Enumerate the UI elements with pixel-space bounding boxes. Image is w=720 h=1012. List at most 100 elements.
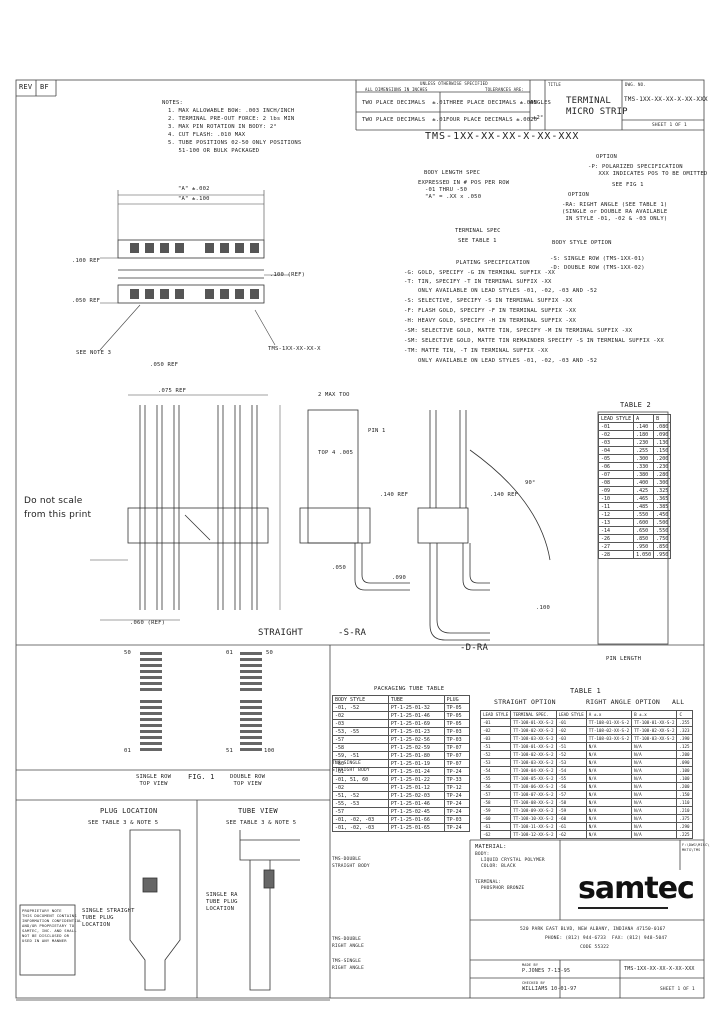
- cell: -60: [479, 814, 512, 823]
- table1-header: LEAD STYLE: [555, 710, 587, 719]
- cell: PT-1-25-01-22: [387, 775, 445, 784]
- dim-050-ref: .050 REF: [72, 298, 101, 304]
- table1-right: RIGHT ANGLE OPTION: [586, 698, 661, 706]
- company-code: CODE 55322: [580, 945, 610, 950]
- table-row: -04.255.150: [597, 446, 672, 455]
- title-label: TITLE: [548, 82, 562, 87]
- cell: PT-1-25-01-12: [387, 783, 445, 792]
- plug-location-title: PLUG LOCATION: [100, 807, 158, 815]
- cell: .230: [653, 462, 672, 471]
- table1-all: ALL: [672, 698, 685, 706]
- cell: .450: [653, 510, 672, 519]
- cell: .290: [676, 822, 693, 831]
- cell: -06: [597, 462, 635, 471]
- cell: TT-108-03-XX-S-2: [510, 734, 557, 743]
- cell: -57: [332, 807, 389, 816]
- plating-line: -G: GOLD, SPECIFY -G IN TERMINAL SUFFIX …: [404, 270, 555, 276]
- cell: N/A: [585, 750, 633, 759]
- cell: TP-03: [443, 815, 471, 824]
- table-row: -27.950.850: [597, 542, 672, 551]
- cell: .090: [653, 430, 672, 439]
- cell: .950: [653, 550, 672, 559]
- cell: -57: [332, 735, 389, 744]
- cell: -26: [597, 534, 635, 543]
- cell: -05: [597, 454, 635, 463]
- option-label: OPTION: [596, 154, 618, 160]
- table1-straight: STRAIGHT OPTION: [494, 698, 556, 706]
- cell: TT-108-10-XX-S-2: [510, 814, 557, 823]
- cell: .200: [653, 454, 672, 463]
- cell: TP-24: [443, 807, 471, 816]
- pin-num: 100: [264, 748, 275, 754]
- cell: -13: [597, 518, 635, 527]
- cell: -57: [479, 790, 512, 799]
- cell: -01, 51, 60: [332, 775, 389, 784]
- cell: -55: [555, 774, 587, 783]
- made-by-label: MADE BY: [522, 963, 539, 967]
- plating-line: -F: FLASH GOLD, SPECIFY -F IN TERMINAL S…: [404, 308, 577, 314]
- label-d-ra: -D-RA: [460, 643, 489, 653]
- pin-1: PIN 1: [368, 428, 386, 434]
- cell: 1.050: [633, 550, 655, 559]
- pin-num: 50: [266, 650, 274, 656]
- cell: .375: [676, 814, 693, 823]
- cell: .485: [633, 502, 655, 511]
- cell: -62: [555, 830, 587, 839]
- table-row: LEAD STYLE A B: [597, 414, 672, 423]
- cell: TP-24: [443, 767, 471, 776]
- cell: -02: [555, 726, 587, 735]
- cell: .230: [633, 438, 655, 447]
- cell: -53: [555, 758, 587, 767]
- cell: PT-1-25-01-32: [387, 703, 445, 712]
- table1-header: C: [676, 710, 693, 719]
- cell: -51, -52: [332, 791, 389, 800]
- cell: .550: [633, 510, 655, 519]
- cell: TT-108-03-XX-S-2: [631, 734, 678, 743]
- cell: TP-07: [443, 751, 471, 760]
- cell: -02: [597, 430, 635, 439]
- cell: .180: [633, 430, 655, 439]
- cell: N/A: [585, 758, 633, 767]
- dwg-number: TMS-1XX-XX-XX-X-XX-XXX: [624, 96, 708, 103]
- cell: -52: [555, 750, 587, 759]
- table-row: -03.230.130: [597, 438, 672, 447]
- cell: -01: [479, 718, 512, 727]
- table1-header: A ±.x: [585, 710, 633, 719]
- dim-050-ref-2: .050 REF: [150, 362, 179, 368]
- table2-header: B: [653, 414, 672, 423]
- cell: TP-24: [443, 791, 471, 800]
- table2-header: A: [633, 414, 655, 423]
- cell: TP-05: [443, 719, 471, 728]
- plating-line: -T: TIN, SPECIFY -T IN TERMINAL SUFFIX -…: [404, 279, 552, 285]
- cell: PT-1-25-01-24: [387, 767, 445, 776]
- table-row: -08.400.300: [597, 478, 672, 487]
- cell: -55: [479, 774, 512, 783]
- table-row: -05.300.200: [597, 454, 672, 463]
- cell: .465: [633, 494, 655, 503]
- cell: -07: [597, 470, 635, 479]
- cell: -53: [479, 758, 512, 767]
- cell: N/A: [631, 750, 678, 759]
- company-logo: samtec: [578, 871, 695, 906]
- cell: -01, -02, -03: [332, 823, 389, 832]
- cell: .390: [676, 734, 693, 743]
- cell: -11: [597, 502, 635, 511]
- pkg-header: PLUG: [443, 695, 471, 704]
- dwg-number-bottom: TMS-1XX-XX-XX-X-XX-XXX: [624, 966, 695, 972]
- table1-header: B ±.x: [631, 710, 678, 719]
- cell: -04: [597, 446, 635, 455]
- cell: -58: [479, 798, 512, 807]
- cell: -59: [479, 806, 512, 815]
- cell: .380: [633, 470, 655, 479]
- cell: -02: [479, 726, 512, 735]
- cell: N/A: [585, 822, 633, 831]
